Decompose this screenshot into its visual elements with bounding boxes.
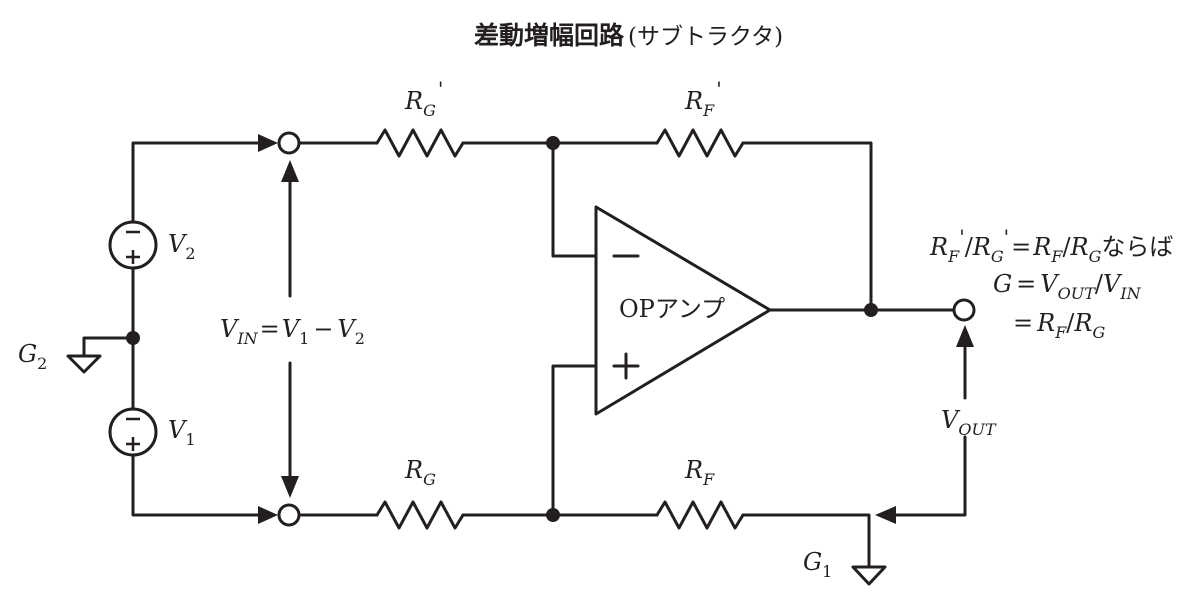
arrow-right-bottom-icon <box>258 506 278 524</box>
wire-top-feedback <box>741 141 873 312</box>
source-v2 <box>108 220 158 270</box>
terminal-top <box>277 131 301 155</box>
junctions <box>126 136 878 522</box>
label-rg-prime: RG' <box>404 77 443 120</box>
source-v1-circle <box>108 407 158 457</box>
junction-top <box>546 136 560 150</box>
opamp-plus-sign <box>612 352 640 380</box>
wire-inv-input <box>551 141 598 258</box>
resistor-rg <box>375 500 465 530</box>
wire-v2-top <box>131 141 270 223</box>
vin-arrow <box>281 160 299 498</box>
label-vout: VOUT <box>941 406 997 439</box>
label-v1: V1 <box>168 416 196 449</box>
ground-g2-icon <box>66 354 102 374</box>
label-rf: RF <box>684 456 715 489</box>
source-v2-circle <box>108 220 158 270</box>
vout-arrow <box>956 325 974 400</box>
label-vin-equation: VIN=V1−V2 <box>220 315 365 348</box>
label-v2: V2 <box>168 230 196 263</box>
source-v1-plus <box>126 437 140 451</box>
junction-g2 <box>126 331 140 345</box>
terminals <box>277 131 976 527</box>
opamp-triangle <box>594 205 772 416</box>
resistor-rg-prime <box>375 128 465 158</box>
junction-output <box>864 303 878 317</box>
formula-line-1: RF'/RG'=RF/RGならば <box>929 225 1173 266</box>
formula-line-3: =RF/RG <box>1013 309 1105 342</box>
wire-bot-g1 <box>741 513 871 568</box>
label-g2: G2 <box>18 340 47 373</box>
resistors <box>375 128 745 530</box>
wires <box>82 141 967 568</box>
opamp-label: OPアンプ <box>619 295 725 323</box>
arrow-right-top-icon <box>258 134 278 152</box>
arrow-left-g1-icon <box>875 506 896 524</box>
diagram-title: 差動増幅回路(サブトラクタ) <box>474 21 783 50</box>
wire-noninv-input <box>551 364 598 517</box>
label-g1: G1 <box>803 548 832 581</box>
wire-vout-return <box>883 435 967 517</box>
source-v1 <box>108 407 158 457</box>
ground-g1-icon <box>851 565 887 586</box>
terminal-bottom <box>277 503 301 527</box>
opamp: OPアンプ <box>594 205 772 416</box>
junction-bottom <box>546 508 560 522</box>
label-rg: RG <box>404 456 436 489</box>
source-v2-plus <box>126 250 140 264</box>
resistor-rf <box>655 500 745 530</box>
vin-arrow-up-icon <box>281 160 299 182</box>
terminal-output <box>952 298 976 322</box>
resistor-rf-prime <box>655 128 745 158</box>
formula-line-2: G=VOUT/VIN <box>993 270 1142 303</box>
wire-g2 <box>82 336 135 356</box>
vin-arrow-down-icon <box>281 476 299 498</box>
vout-arrow-up-icon <box>956 325 974 347</box>
arrow-heads <box>258 134 896 524</box>
label-rf-prime: RF' <box>684 77 722 120</box>
wire-v1-bottom <box>131 454 270 517</box>
